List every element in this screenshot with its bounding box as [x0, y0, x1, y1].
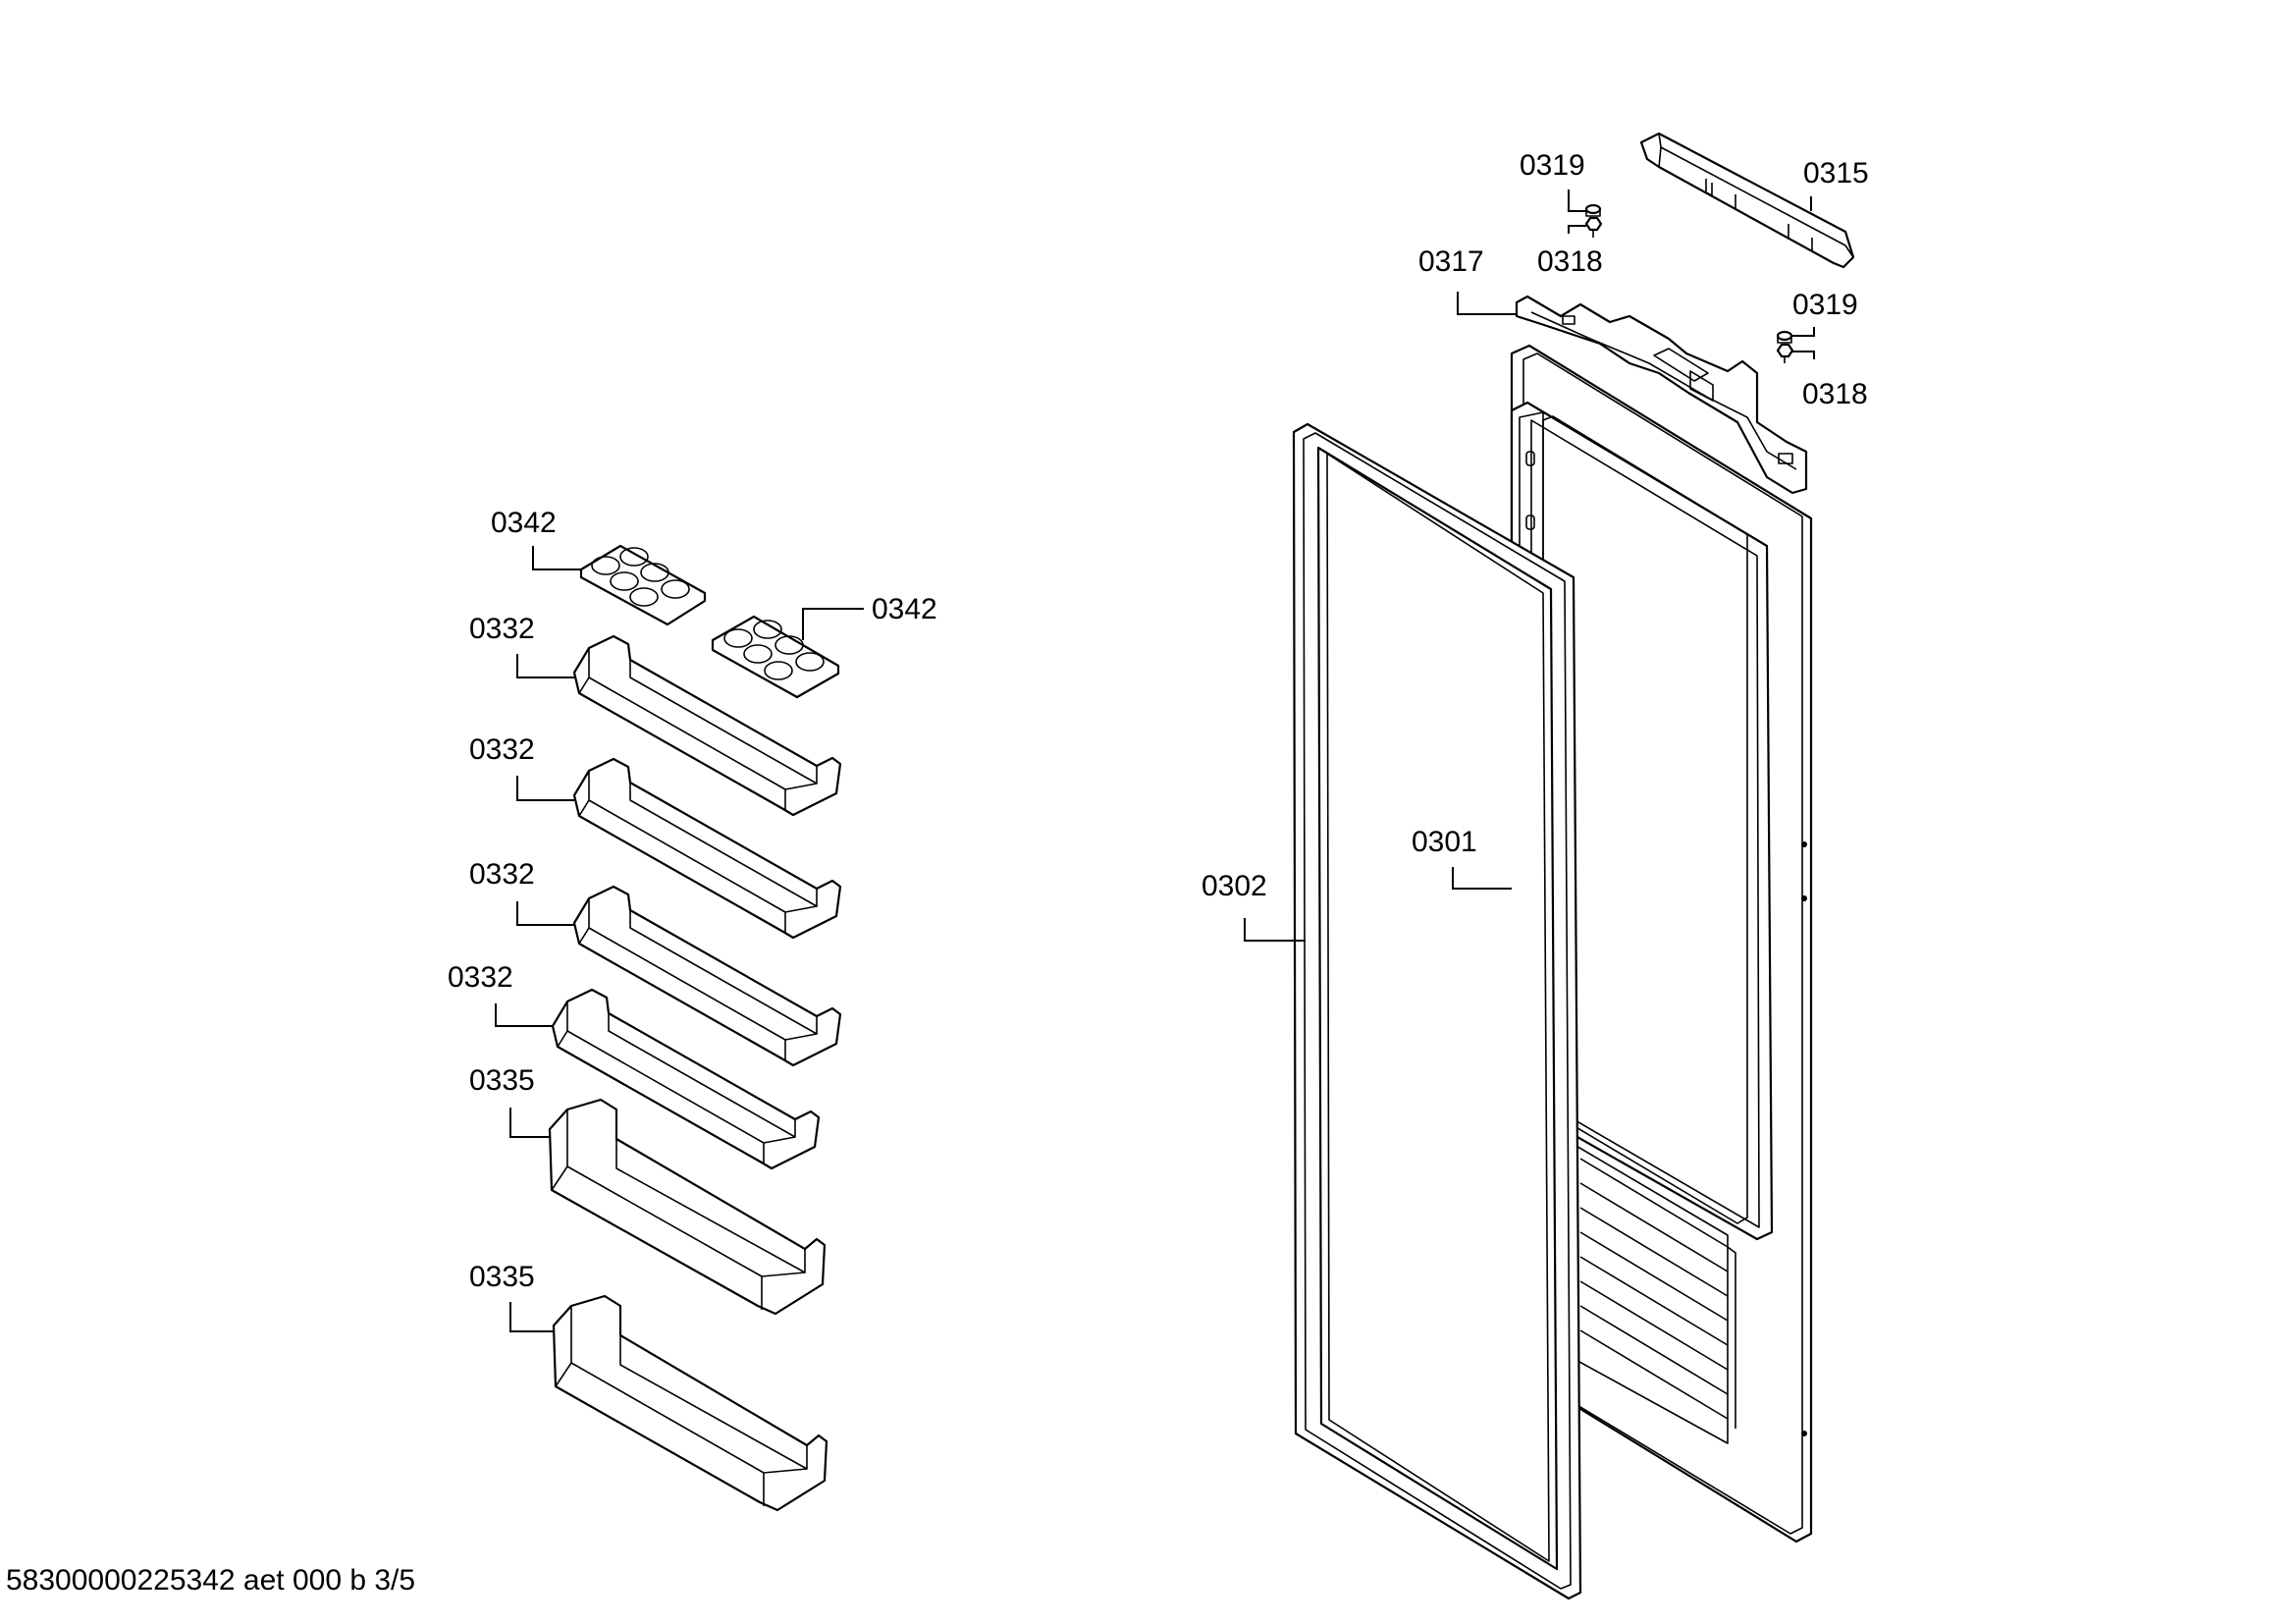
label-0315: 0315: [1803, 157, 1869, 189]
screw-part-right: [1776, 330, 1794, 363]
label-0317: 0317: [1418, 245, 1484, 278]
label-0301: 0301: [1412, 826, 1477, 858]
label-0332-3: 0332: [469, 858, 535, 891]
hinge-bracket-part: [1515, 295, 1808, 495]
label-0319-right: 0319: [1792, 289, 1858, 321]
egg-tray-part-2: [711, 615, 840, 699]
label-0335-1: 0335: [469, 1064, 535, 1097]
label-0332-1: 0332: [469, 613, 535, 645]
door-gasket-part: [1292, 422, 1582, 1600]
leader-lines: [495, 189, 1815, 1332]
door-shelf-part-1: [572, 634, 842, 817]
top-cover-part: [1639, 132, 1855, 269]
label-0342-right: 0342: [872, 593, 937, 625]
label-0302: 0302: [1201, 870, 1267, 902]
door-bin-part-2: [552, 1294, 828, 1512]
label-0332-4: 0332: [448, 961, 513, 994]
door-liner-part: [1510, 344, 1813, 1543]
door-shelf-part-3: [572, 885, 842, 1067]
label-0335-2: 0335: [469, 1261, 535, 1293]
door-shelf-part-4: [551, 988, 821, 1170]
label-0332-2: 0332: [469, 733, 535, 766]
label-0318-top: 0318: [1537, 245, 1603, 278]
door-bin-part-1: [548, 1098, 827, 1316]
label-0318-right: 0318: [1802, 378, 1868, 410]
screw-part-top: [1584, 203, 1603, 238]
label-0319-top: 0319: [1520, 149, 1585, 182]
label-0342-left: 0342: [491, 507, 557, 539]
document-footer-id: 58300000225342 aet 000 b 3/5: [6, 1564, 416, 1597]
door-shelf-part-2: [572, 757, 842, 940]
egg-tray-part-1: [579, 544, 707, 626]
